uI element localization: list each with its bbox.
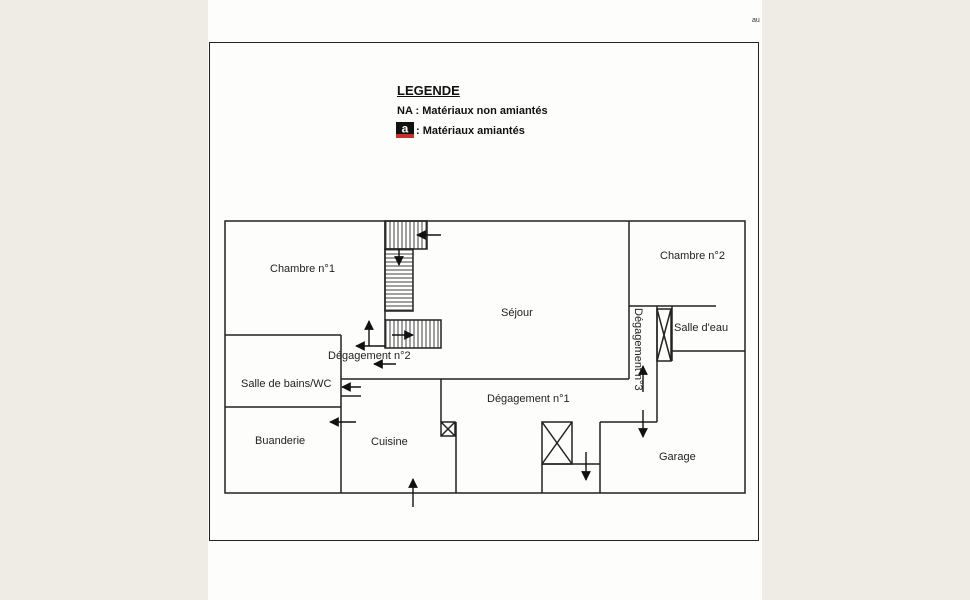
shower <box>656 308 672 362</box>
room-degagement-2: Dégagement n°2 <box>328 350 411 362</box>
paper-sheet <box>208 0 762 600</box>
room-sejour: Séjour <box>501 307 533 319</box>
room-salle-bains: Salle de bains/WC <box>241 378 332 390</box>
room-garage: Garage <box>659 451 696 463</box>
room-chambre-1: Chambre n°1 <box>270 263 335 275</box>
vent <box>440 421 456 437</box>
room-chambre-2: Chambre n°2 <box>660 250 725 262</box>
legend-title: LEGENDE <box>397 83 460 98</box>
staircase <box>384 319 442 349</box>
room-degagement-1: Dégagement n°1 <box>487 393 570 405</box>
legend-non-asbestos: NA : Matériaux non amiantés <box>397 105 548 117</box>
room-cuisine: Cuisine <box>371 436 408 448</box>
drawing-frame <box>209 42 759 541</box>
outer-wall <box>224 220 746 494</box>
asbestos-icon: a <box>396 122 414 138</box>
room-buanderie: Buanderie <box>255 435 306 447</box>
asbestos-icon-letter: a <box>402 122 409 136</box>
closet-mark <box>541 421 573 465</box>
room-degagement-3: Dégagement n°3 <box>632 308 644 391</box>
legend-asbestos: : Matériaux amiantés <box>416 125 525 137</box>
shower-mark <box>656 308 672 362</box>
room-salle-eau: Salle d'eau <box>674 322 729 334</box>
page-mark: au <box>752 17 760 24</box>
vent-mark <box>440 421 456 437</box>
